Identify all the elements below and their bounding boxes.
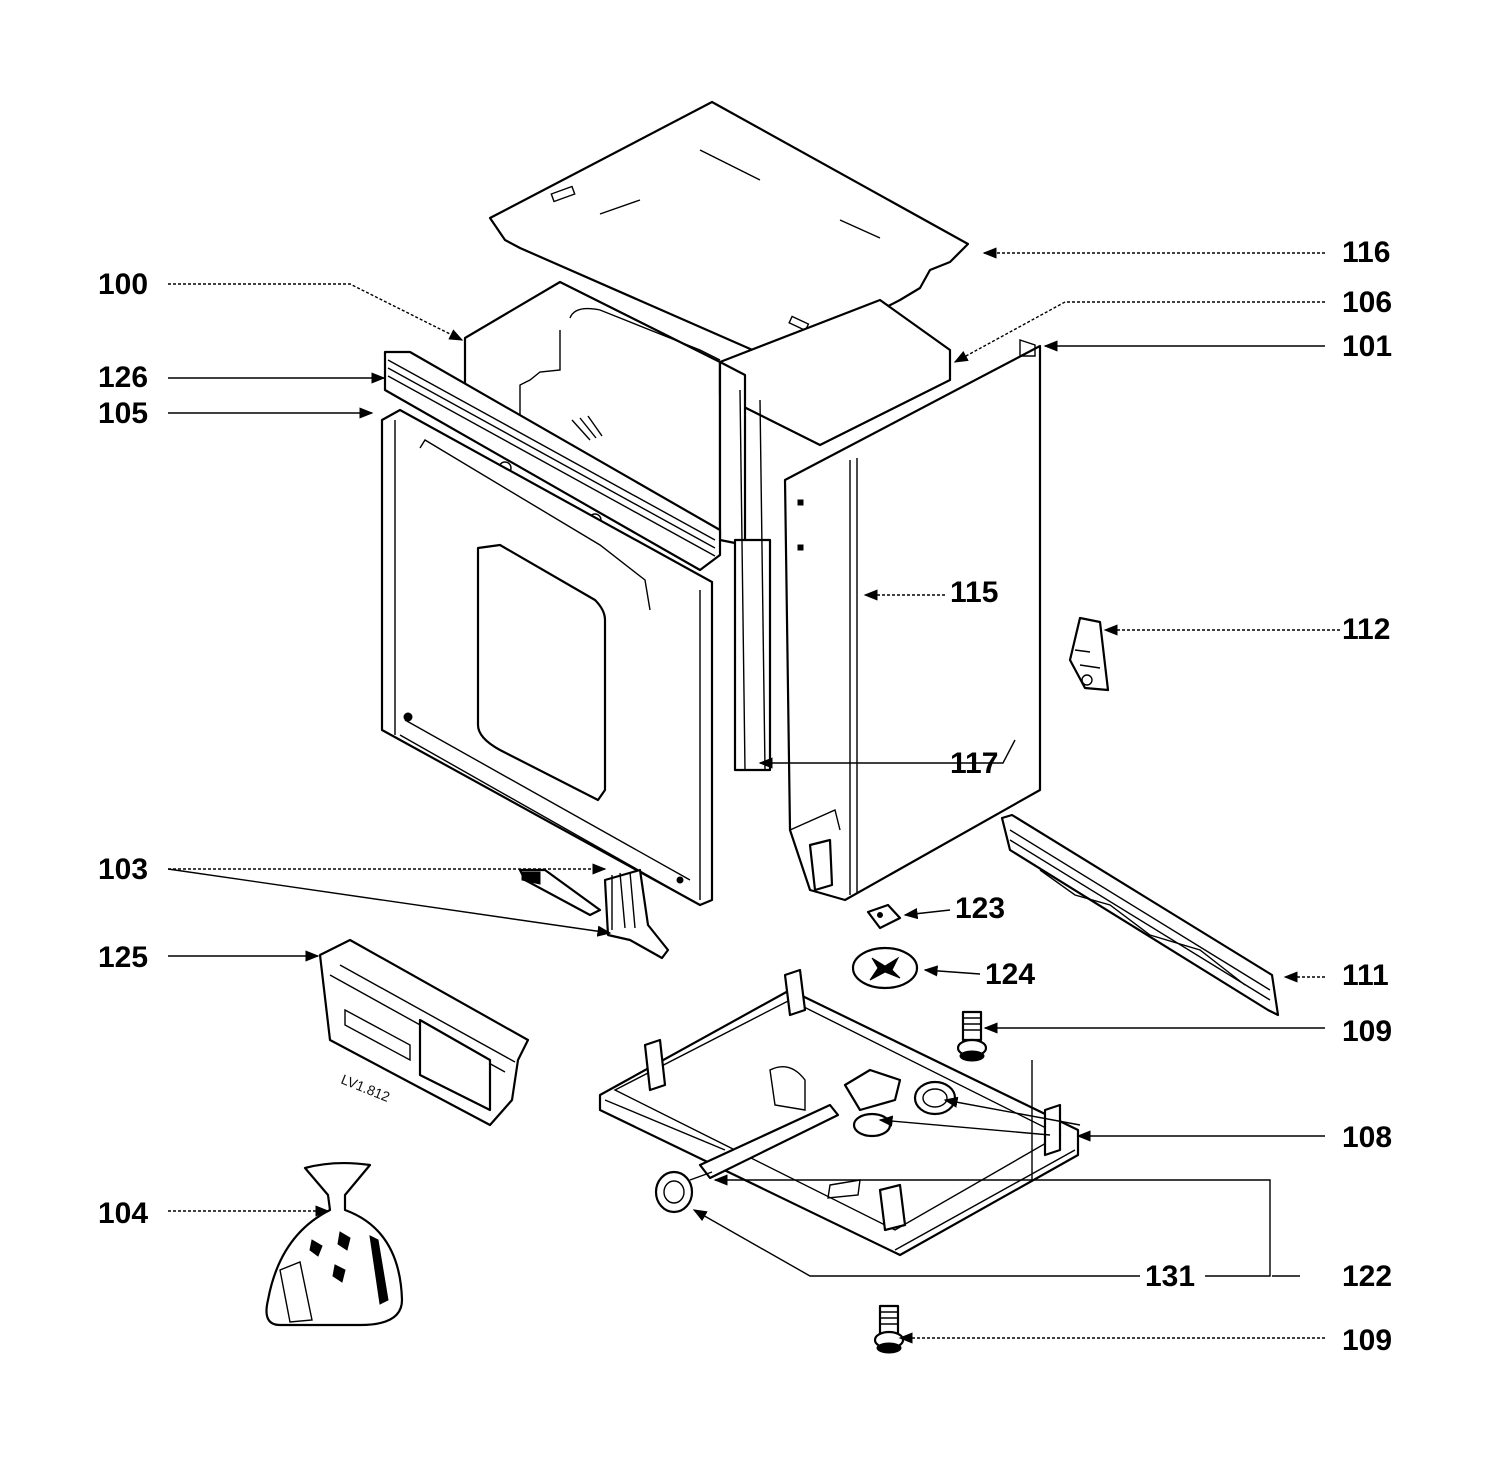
module-marking-text: LV1.812 [339,1071,393,1105]
wheel-part [654,1170,713,1214]
inner-tub-part [463,280,952,772]
callout-126: 126 [98,361,148,394]
callout-109-upper: 109 [1342,1015,1392,1048]
callout-106: 106 [1342,286,1392,319]
base-tray-part [598,968,1080,1257]
top-cover-part [488,100,970,364]
callout-109-lower: 109 [1342,1324,1392,1357]
callout-101: 101 [1342,330,1392,363]
callout-117: 117 [950,747,998,780]
cap-part [851,946,919,990]
door-hinge-part [518,868,670,960]
callout-123: 123 [955,892,1005,925]
callout-112: 112 [1342,613,1390,646]
callout-103: 103 [98,853,148,886]
callout-122: 122 [1342,1260,1392,1293]
base-rail-part [1000,813,1280,1017]
side-panel-part [783,339,1042,902]
callout-labels: 100 126 105 116 106 101 115 112 117 103 … [98,236,1392,1357]
callout-131: 131 [1145,1260,1195,1293]
callout-124: 124 [985,958,1035,991]
callout-111: 111 [1342,959,1389,992]
callout-108: 108 [1342,1121,1392,1154]
foot-upper-part [956,1010,988,1062]
callout-125: 125 [98,941,148,974]
callout-104: 104 [98,1197,148,1230]
leader-lines [167,247,1340,1344]
callout-116: 116 [1342,236,1390,269]
connector-part [866,903,902,930]
switch-part [1068,616,1110,692]
door-panel-part [380,408,714,907]
screw-bag-part [265,1162,404,1327]
foot-lower-part [873,1304,905,1354]
callout-100: 100 [98,268,148,301]
dispenser-module-part: LV1.812 [318,938,530,1127]
callout-115: 115 [950,576,998,609]
callout-105: 105 [98,397,148,430]
